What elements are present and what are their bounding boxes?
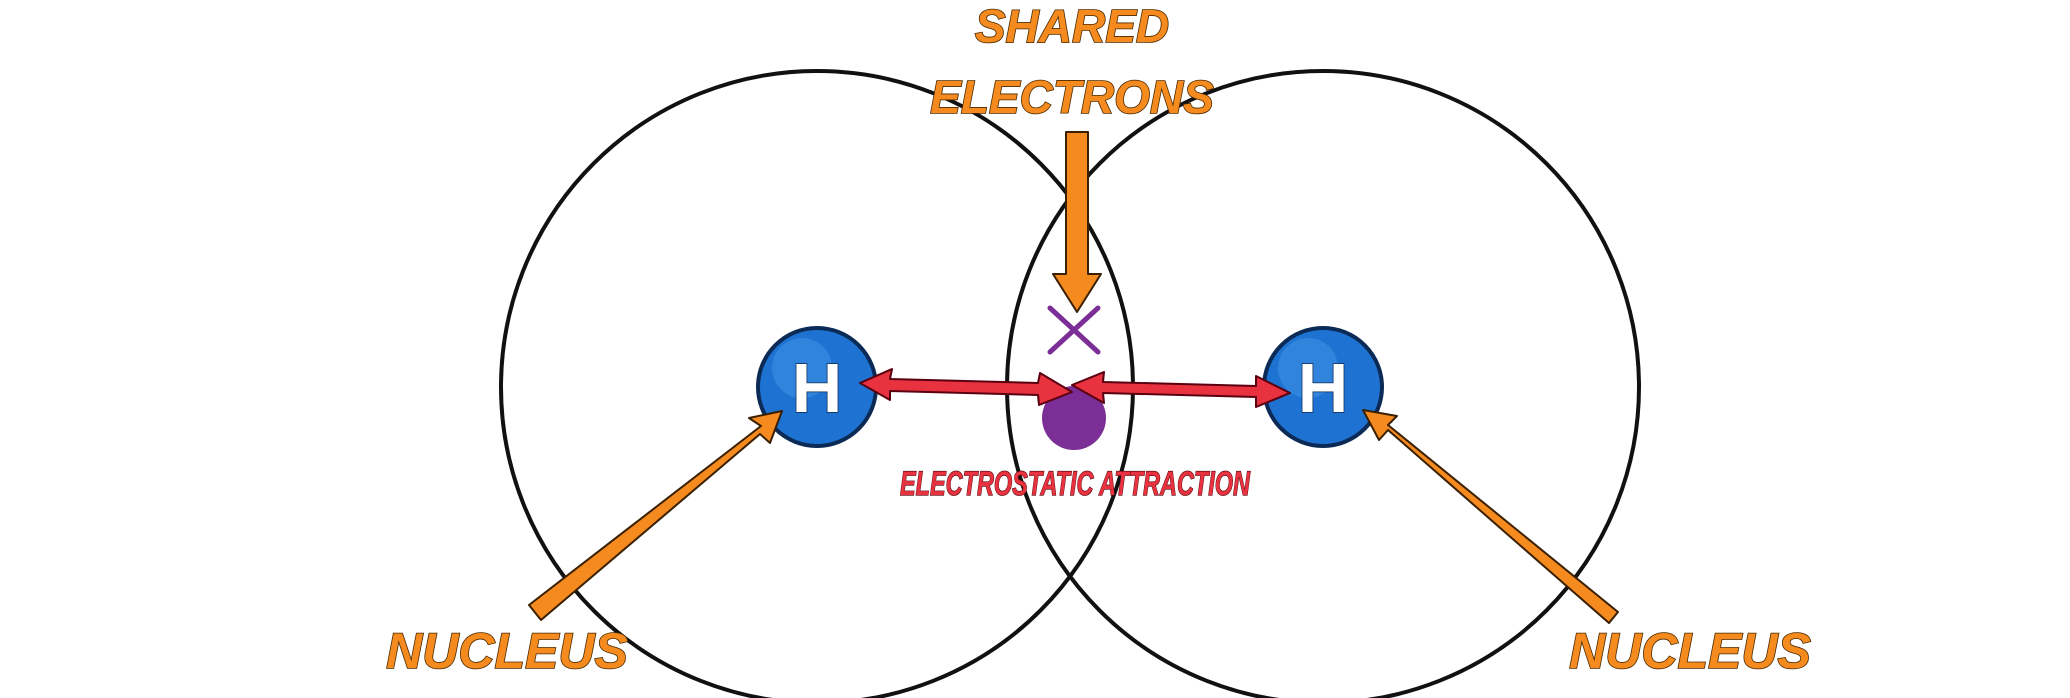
nucleus-label-right: NUCLEUS — [1569, 623, 1811, 679]
right-nucleus-arrow — [1362, 409, 1619, 624]
left-nucleus-symbol: H — [792, 349, 843, 427]
attraction-arrow-left — [859, 368, 1073, 406]
left-nucleus-arrow — [528, 410, 783, 621]
shared-electron-dot — [1042, 386, 1106, 450]
electrostatic-attraction-label: ELECTROSTATIC ATTRACTION — [900, 465, 1251, 503]
shared-electrons-label-line2: ELECTRONS — [930, 71, 1214, 123]
attraction-arrow-right — [1071, 371, 1291, 408]
left-nucleus: H — [756, 326, 878, 448]
shared-electrons-arrow — [1052, 131, 1102, 313]
right-nucleus: H — [1262, 326, 1384, 448]
shared-electrons-label-line1: SHARED — [975, 0, 1169, 52]
right-nucleus-symbol: H — [1298, 349, 1349, 427]
nucleus-label-left: NUCLEUS — [386, 623, 628, 679]
shared-electron-cross — [1047, 305, 1101, 355]
